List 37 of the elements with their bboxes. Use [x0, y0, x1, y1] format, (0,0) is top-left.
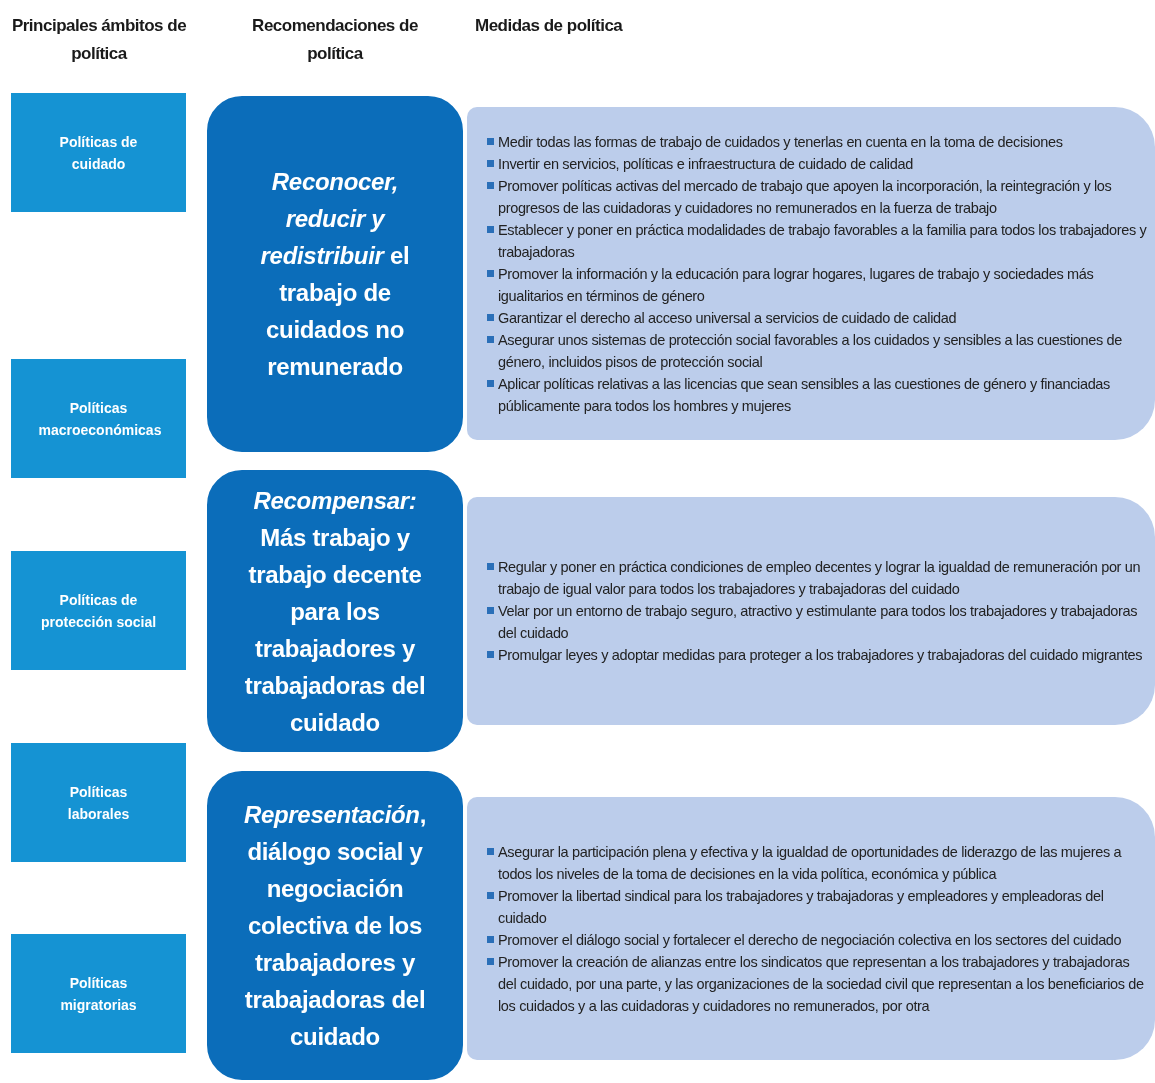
column-heading: Recomendaciones de política: [251, 15, 419, 65]
bullet-item: Medir todas las formas de trabajo de cuidados y tenerlas en cuenta en la toma de decisiones: [485, 130, 1149, 153]
policy-area-box: [11, 551, 186, 670]
bullet-item: Establecer y poner en práctica modalidades de trabajo favorables a la familia para todos los trabajadores y trabajadoras: [485, 218, 1149, 263]
policy-area-box: [11, 743, 186, 862]
policy-area-label: Políticas de cuidado: [58, 132, 139, 174]
recommendation-box: [204, 93, 466, 455]
measures-panel: [467, 797, 1155, 1060]
recommendation-text: Reconocer, reducir y redistribuir el trabajo de cuidados no remunerado: [259, 167, 411, 382]
policy-area-box: [11, 359, 186, 478]
measures-panel: [467, 107, 1155, 440]
bullet-item: Promover la libertad sindical para los trabajadores y trabajadoras y empleadores y empleadoras del cuidado: [485, 884, 1149, 929]
bullet-item: Aplicar políticas relativas a las licencias que sean sensibles a las cuestiones de género y financiadas públicamente para todos los hombres y mujeres: [485, 372, 1149, 417]
bullet-item: Promover el diálogo social y fortalecer el derecho de negociación colectiva en los sectores del cuidado: [485, 928, 1149, 951]
policy-area-box: [11, 934, 186, 1053]
recommendation-box: [204, 467, 466, 755]
recommendation-text: Representación, diálogo social y negociación colectiva de los trabajadores y trabajadoras del cuidado: [242, 800, 428, 1052]
column-heading: Medidas de política: [475, 15, 624, 37]
bullet-item: Promover la creación de alianzas entre los sindicatos que representan a los trabajadores y trabajadoras del cuidado, por una parte, y las organizaciones de la sociedad civil que representan a los beneficiarios de los cuidados y a las cuidadoras y cuidadores no remunerados, por otra: [485, 950, 1149, 1017]
bullet-item: Asegurar la participación plena y efectiva y la igualdad de oportunidades de liderazgo de las mujeres a todos los niveles de la toma de decisiones en la vida política, económica y pública: [485, 840, 1149, 885]
bullet-item: Promover la información y la educación para lograr hogares, lugares de trabajo y sociedades más igualitarios en términos de género: [485, 262, 1149, 307]
bullet-item: Regular y poner en práctica condiciones de empleo decentes y lograr la igualdad de remuneración por un trabajo de igual valor para todos los trabajadores y trabajadoras del cuidado: [485, 556, 1149, 600]
bullet-item: Invertir en servicios, políticas e infraestructura de cuidado de calidad: [485, 152, 1149, 175]
policy-area-box: [11, 93, 186, 212]
recommendation-box: [204, 768, 466, 1083]
bullet-item: Velar por un entorno de trabajo seguro, atractivo y estimulante para todos los trabajadores y trabajadoras del cuidado: [485, 600, 1149, 644]
column-heading: Principales ámbitos de política: [10, 15, 188, 65]
measures-panel: [467, 497, 1155, 725]
policy-area-label: Políticas macroeconómicas: [38, 398, 159, 440]
bullet-item: Promover políticas activas del mercado de trabajo que apoyen la incorporación, la reintegración y los progresos de las cuidadoras y cuidadores no remunerados en la fuerza de trabajo: [485, 174, 1149, 219]
bullet-item: Garantizar el derecho al acceso universal a servicios de cuidado de calidad: [485, 306, 1149, 329]
policy-area-label: Políticas migratorias: [59, 973, 138, 1015]
policy-area-label: Políticas de protección social: [39, 590, 158, 632]
policy-area-label: Políticas laborales: [66, 782, 131, 824]
bullet-item: Asegurar unos sistemas de protección social favorables a los cuidados y sensibles a las cuestiones de género, incluidos pisos de protección social: [485, 328, 1149, 373]
bullet-item: Promulgar leyes y adoptar medidas para proteger a los trabajadores y trabajadoras del cuidado migrantes: [485, 644, 1149, 666]
recommendation-text: Recompensar: Más trabajo y trabajo decente para los trabajadores y trabajadoras del cuidado: [243, 485, 427, 738]
